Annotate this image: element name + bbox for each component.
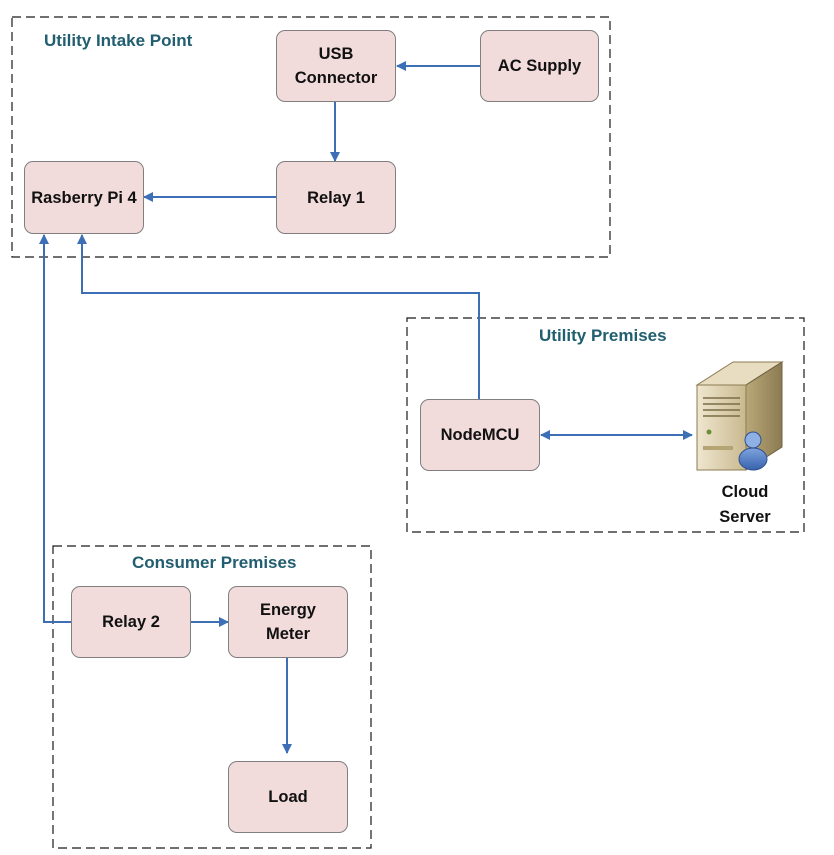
energy-meter-label-line2: Meter xyxy=(265,625,310,643)
usb-connector-node: USB Connector xyxy=(276,30,396,102)
utility-intake-group-label: Utility Intake Point xyxy=(44,31,193,50)
consumer-premises-group-border xyxy=(52,545,372,849)
relay2-to-raspberry-arrow xyxy=(39,234,72,623)
nodemcu-node: NodeMCU xyxy=(420,399,540,471)
cloud-server-label: Cloud Server xyxy=(695,480,795,530)
raspberry-nodemcu-connector xyxy=(77,234,484,414)
relay2-node: Relay 2 xyxy=(71,586,191,658)
consumer-premises-group-label: Consumer Premises xyxy=(132,553,297,572)
ac-supply-node: AC Supply xyxy=(480,30,599,102)
cloud-server-label-line2: Server xyxy=(719,508,771,526)
load-node: Load xyxy=(228,761,348,833)
load-label: Load xyxy=(268,788,308,806)
relay2-label: Relay 2 xyxy=(102,613,160,631)
nodemcu-label: NodeMCU xyxy=(440,426,520,444)
usb-connector-label-line1: USB xyxy=(318,45,354,63)
ac-supply-label: AC Supply xyxy=(497,57,582,75)
utility-premises-group-border xyxy=(406,317,805,533)
energy-meter-label-line1: Energy xyxy=(260,601,316,619)
usb-connector-label-line2: Connector xyxy=(294,69,378,87)
cloud-server-label-line1: Cloud xyxy=(721,483,769,501)
relay1-node: Relay 1 xyxy=(276,161,396,234)
raspberry-pi-node: Rasberry Pi 4 xyxy=(24,161,144,234)
raspberry-pi-label: Rasberry Pi 4 xyxy=(31,188,137,207)
server-with-user-icon xyxy=(695,361,784,471)
utility-premises-group-label: Utility Premises xyxy=(539,326,667,345)
relay1-label: Relay 1 xyxy=(307,188,365,207)
energy-meter-node: Energy Meter xyxy=(228,586,348,658)
